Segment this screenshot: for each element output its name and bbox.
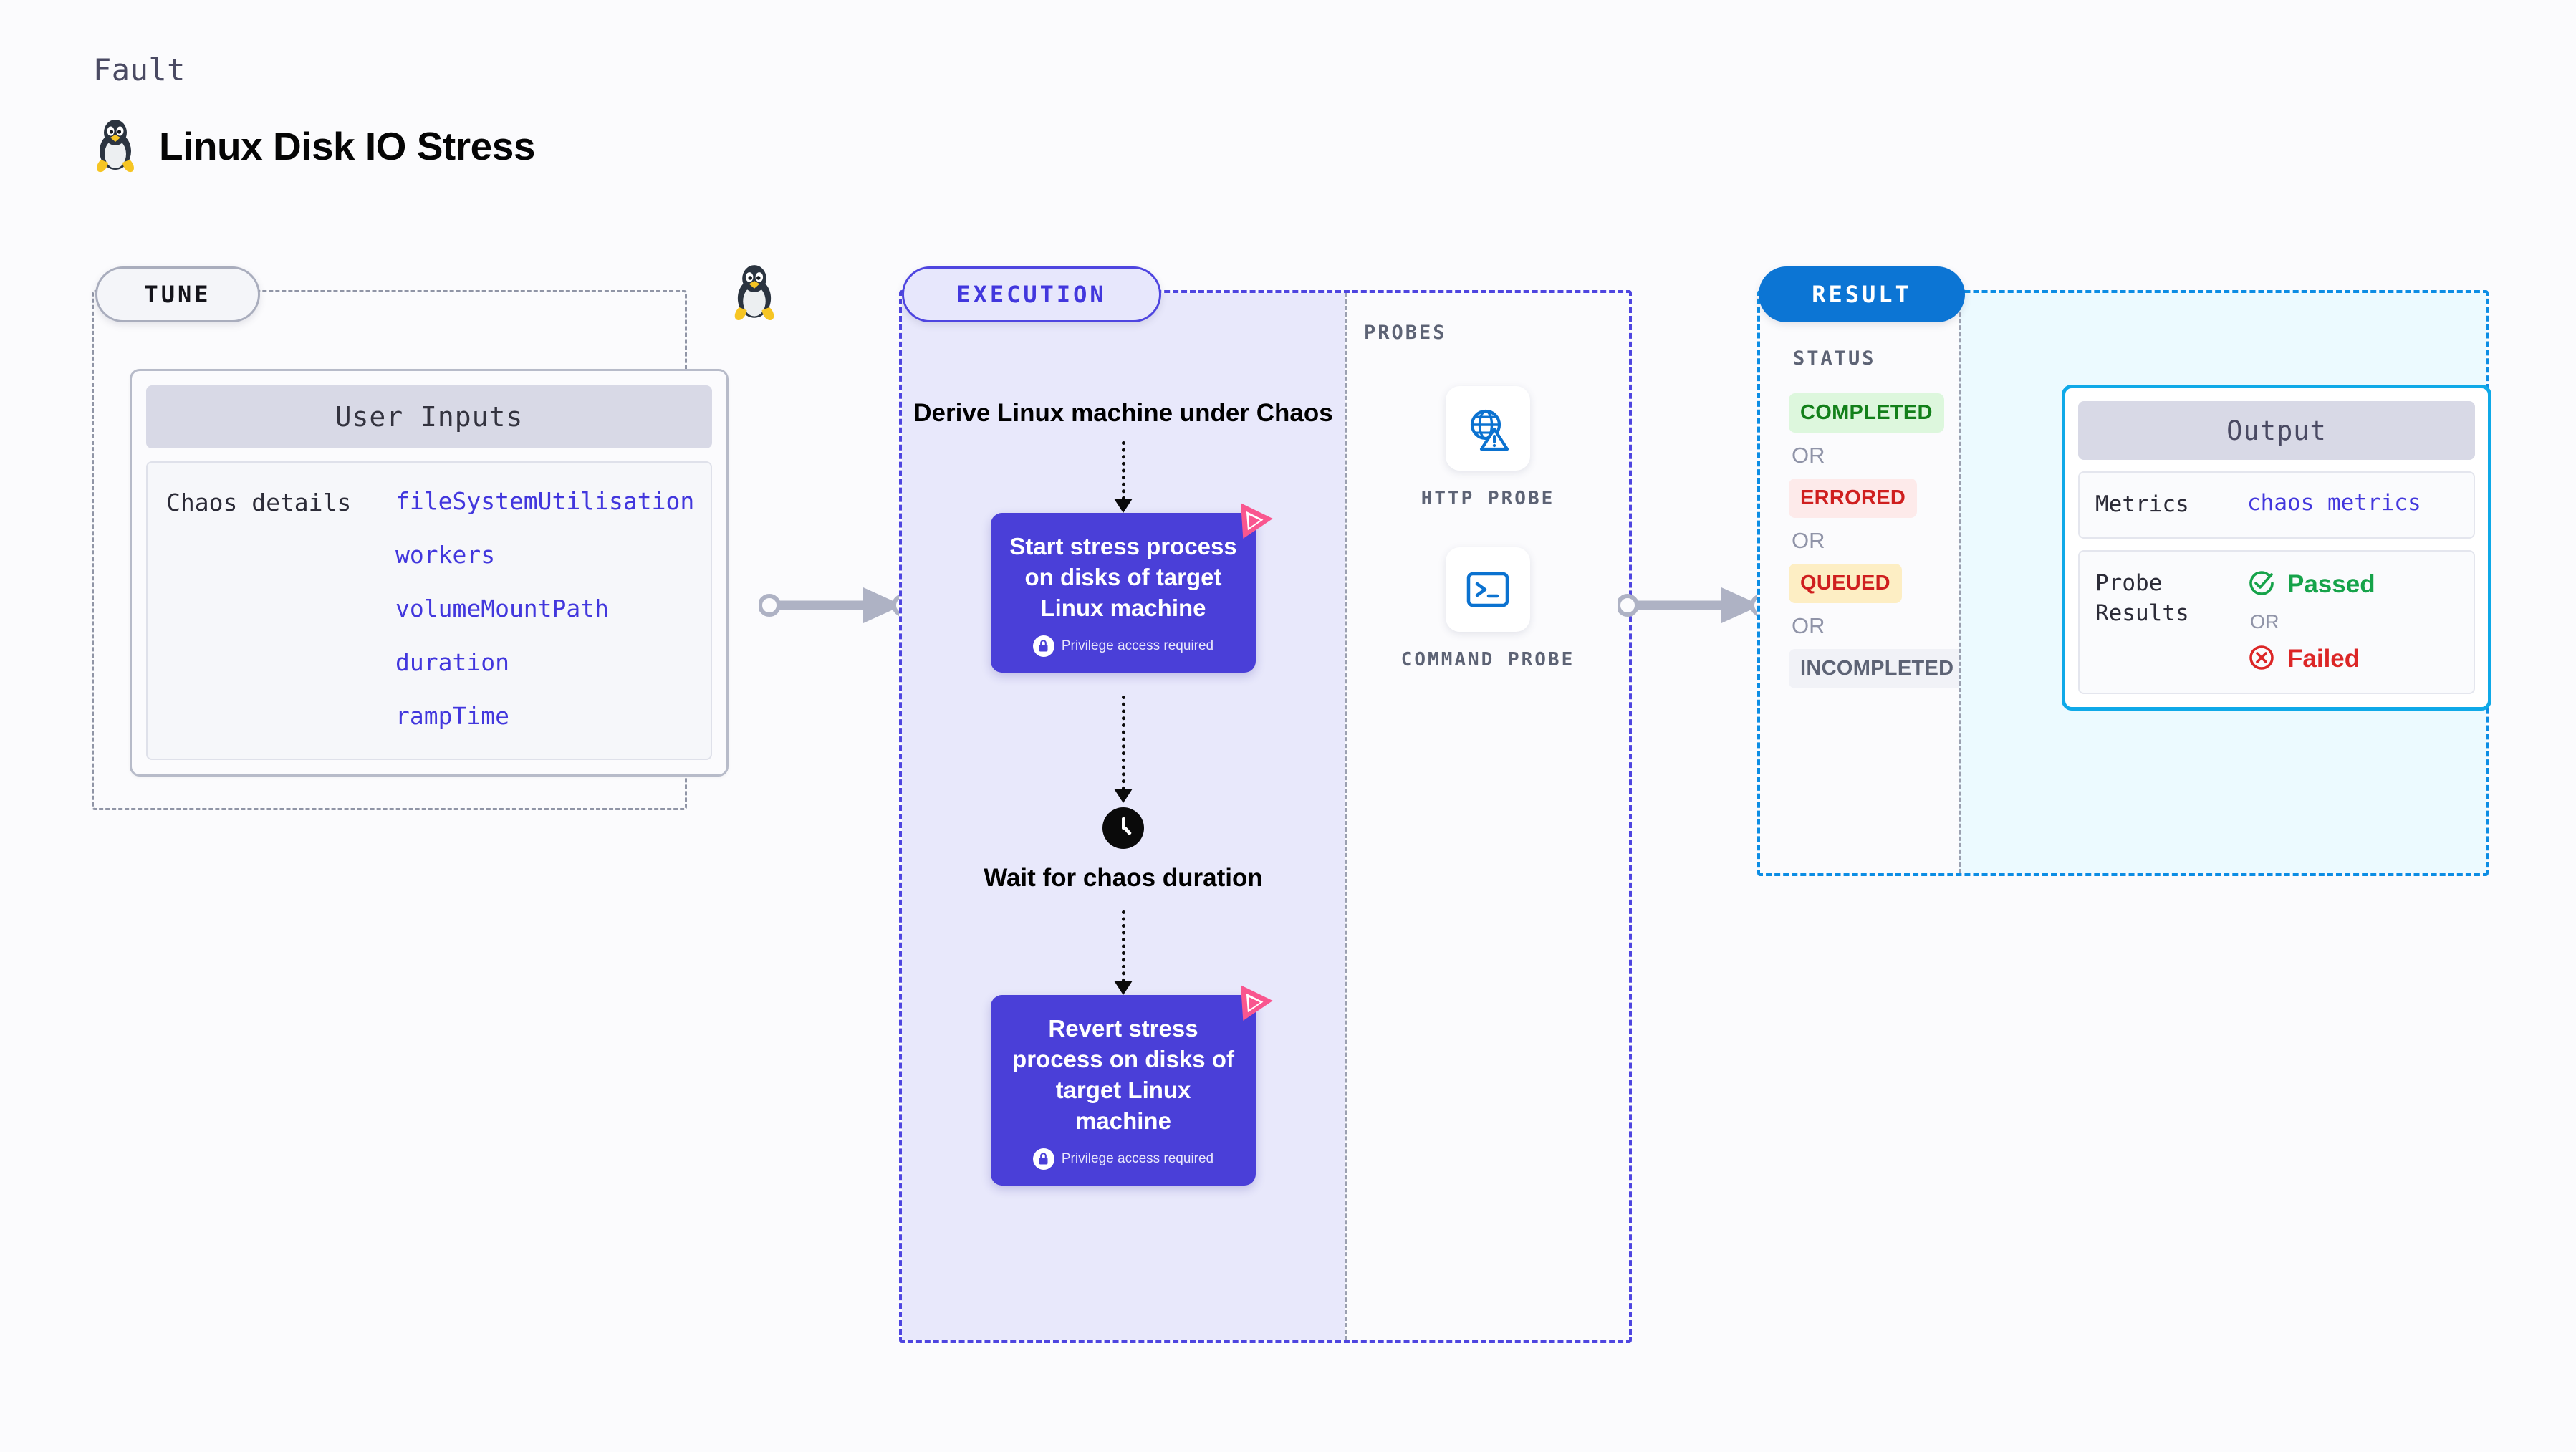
page-title: Linux Disk IO Stress xyxy=(159,124,535,168)
user-inputs-body: Chaos details fileSystemUtilisation work… xyxy=(146,461,712,760)
probe-result-or: OR xyxy=(2250,610,2279,633)
user-inputs-card: User Inputs Chaos details fileSystemUtil… xyxy=(130,369,729,777)
metrics-value[interactable]: chaos metrics xyxy=(2247,490,2421,516)
privilege-note: Privilege access required xyxy=(1006,635,1240,657)
globe-warning-icon xyxy=(1445,386,1530,471)
output-card: Output Metrics chaos metrics Probe Resul… xyxy=(2062,385,2491,711)
status-column: STATUS COMPLETED OR ERRORED OR QUEUED OR… xyxy=(1760,293,1966,873)
probe-failed-label: Failed xyxy=(2287,645,2360,673)
status-or-2: OR xyxy=(1792,528,1825,553)
status-badge-errored: ERRORED xyxy=(1789,479,1918,518)
step-revert-stress-label: Revert stress process on disks of target… xyxy=(1012,1015,1234,1134)
execution-panel: Derive Linux machine under Chaos Start s… xyxy=(899,290,1632,1343)
step-revert-stress-process-card[interactable]: Revert stress process on disks of target… xyxy=(991,985,1273,1186)
param-workers[interactable]: workers xyxy=(395,541,496,569)
probes-title: PROBES xyxy=(1364,322,1447,344)
step-wait-for-chaos-duration: Wait for chaos duration xyxy=(984,863,1263,892)
probe-command[interactable]: COMMAND PROBE xyxy=(1401,547,1575,673)
terminal-icon xyxy=(1446,547,1530,633)
x-circle-icon xyxy=(2247,643,2276,675)
result-panel: STATUS COMPLETED OR ERRORED OR QUEUED OR… xyxy=(1757,290,2491,876)
probe-command-label: COMMAND PROBE xyxy=(1400,649,1575,671)
litmus-ribbon-icon xyxy=(1229,978,1273,1022)
output-row-metrics: Metrics chaos metrics xyxy=(2078,471,2475,539)
param-fileSystemUtilisation[interactable]: fileSystemUtilisation xyxy=(395,487,695,515)
tux-penguin-icon xyxy=(93,118,138,174)
privilege-note: Privilege access required xyxy=(1006,1148,1240,1170)
status-badge-completed: COMPLETED xyxy=(1789,393,1944,433)
flow-arrow-1 xyxy=(1114,441,1133,514)
tux-penguin-corner-icon xyxy=(731,264,778,326)
param-duration[interactable]: duration xyxy=(395,648,509,676)
status-badge-incompleted: INCOMPLETED xyxy=(1789,649,1966,688)
result-badge[interactable]: RESULT xyxy=(1759,266,1965,322)
param-rampTime[interactable]: rampTime xyxy=(395,702,509,730)
tune-badge[interactable]: TUNE xyxy=(95,266,260,322)
probe-results-key: Probe Results xyxy=(2095,569,2189,626)
lock-icon xyxy=(1032,635,1054,657)
lock-icon xyxy=(1032,1148,1054,1170)
step-derive-linux-machine: Derive Linux machine under Chaos xyxy=(913,399,1333,427)
flow-arrow-2 xyxy=(1114,695,1133,803)
execution-flow: Derive Linux machine under Chaos Start s… xyxy=(902,293,1345,1186)
probes-list: HTTP PROBE COMMAND PROBE xyxy=(1347,386,1629,673)
probe-http-label: HTTP PROBE xyxy=(1421,488,1555,509)
execution-badge[interactable]: EXECUTION xyxy=(902,266,1161,322)
status-title: STATUS xyxy=(1793,347,1876,370)
privilege-note-label: Privilege access required xyxy=(1061,1150,1214,1166)
status-badge-queued: QUEUED xyxy=(1789,564,1902,603)
probe-http[interactable]: HTTP PROBE xyxy=(1421,386,1555,511)
clock-icon xyxy=(1102,807,1144,849)
check-circle-icon xyxy=(2247,569,2276,601)
page-header: Linux Disk IO Stress xyxy=(93,118,535,174)
metrics-key: Metrics xyxy=(2095,491,2189,517)
connector-execution-to-result xyxy=(1616,580,1775,634)
probe-passed-label: Passed xyxy=(2287,570,2375,599)
probe-result-failed: Failed xyxy=(2247,643,2375,675)
output-title: Output xyxy=(2078,401,2475,460)
step-start-stress-process-card[interactable]: Start stress process on disks of target … xyxy=(991,503,1273,673)
tune-panel: User Inputs Chaos details fileSystemUtil… xyxy=(92,290,729,810)
status-or-3: OR xyxy=(1792,613,1825,638)
status-or-1: OR xyxy=(1792,443,1825,468)
page-eyebrow: Fault xyxy=(93,52,186,87)
probe-result-passed: Passed xyxy=(2247,569,2375,601)
chaos-details-label: Chaos details xyxy=(166,489,352,516)
output-column: Output Metrics chaos metrics Probe Resul… xyxy=(1959,293,2491,873)
probes-column: PROBES xyxy=(1345,293,1629,1340)
privilege-note-label: Privilege access required xyxy=(1061,638,1214,653)
litmus-ribbon-icon xyxy=(1229,496,1273,540)
step-start-stress-label: Start stress process on disks of target … xyxy=(1009,533,1237,621)
execution-flow-column: Derive Linux machine under Chaos Start s… xyxy=(902,293,1345,1340)
connector-tune-to-execution xyxy=(758,580,917,634)
param-volumeMountPath[interactable]: volumeMountPath xyxy=(395,595,610,622)
user-inputs-title: User Inputs xyxy=(146,385,712,448)
chaos-details-params: fileSystemUtilisation workers volumeMoun… xyxy=(395,487,694,730)
status-list: COMPLETED OR ERRORED OR QUEUED OR INCOMP… xyxy=(1789,393,1966,688)
probe-results-values: Passed OR Failed xyxy=(2247,569,2375,675)
flow-arrow-3 xyxy=(1114,910,1133,996)
output-row-probe-results: Probe Results Passed OR xyxy=(2078,549,2475,694)
